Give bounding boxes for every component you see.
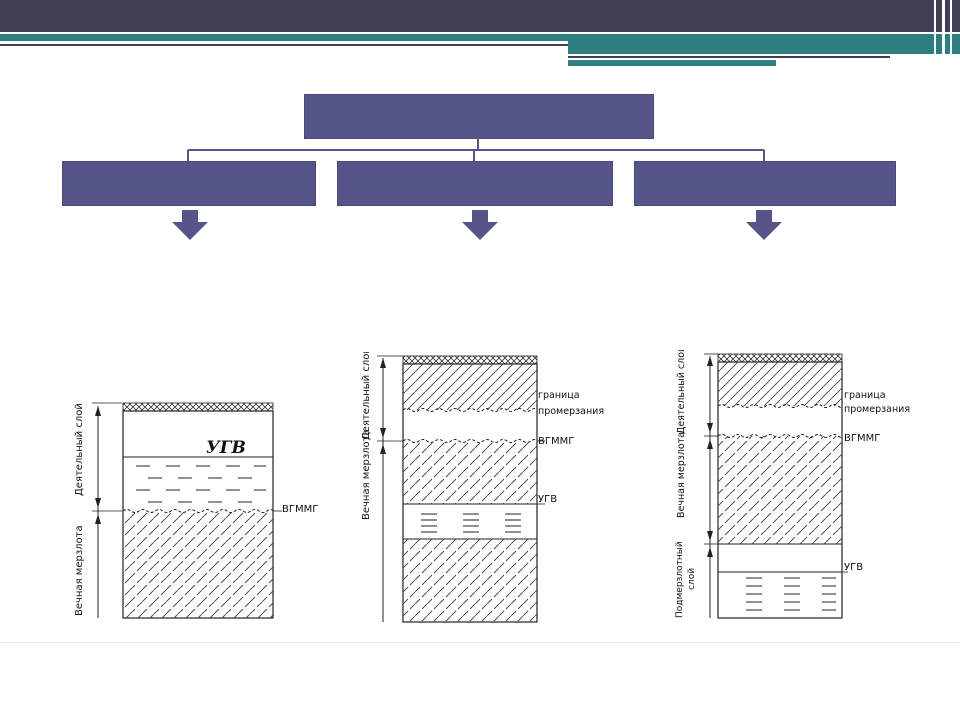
down-arrow-icon: [746, 210, 782, 240]
category-box-2: [337, 161, 613, 206]
header-thin-line: [0, 44, 568, 46]
profile3-label-sub2: слой: [687, 568, 697, 590]
profile3-vgmmg: ВГММГ: [844, 433, 880, 444]
profile1-label-permafrost: Вечная мерзлота: [74, 525, 85, 616]
root-box: [304, 94, 654, 139]
category-box-1: [62, 161, 316, 206]
profile1-label-active: Деятельный слой: [74, 403, 85, 496]
profile1-ugv: УГВ: [206, 438, 246, 458]
profile2-ugv: УГВ: [538, 494, 557, 505]
header-accent-block: [568, 41, 960, 54]
profile3-label-active: Деятельный слой: [676, 350, 687, 434]
slide-header-bar: [0, 0, 960, 32]
header-right-line: [568, 56, 890, 58]
profile3-freeze-line1: граница: [844, 390, 886, 401]
profile1-vgmmg: ВГММГ: [282, 504, 318, 515]
header-right-stripe: [568, 60, 776, 66]
profile3-freeze-line2: промерзания: [844, 404, 910, 415]
profile3-label-sub1: Подмерзлотный: [675, 541, 685, 618]
soil-profile-3: Деятельный слой Вечная мерзлота Подмерзл…: [675, 350, 910, 619]
profile3-ugv: УГВ: [844, 562, 863, 573]
header-accent-stripe: [0, 34, 960, 41]
tree-connectors: [187, 138, 765, 161]
profile2-vgmmg: ВГММГ: [538, 436, 574, 447]
profile2-freeze-line2: промерзания: [538, 406, 604, 417]
header-corner-bars: [932, 0, 960, 66]
slide-footer-divider: [0, 642, 960, 643]
category-box-3: [634, 161, 896, 206]
profile2-freeze-line1: граница: [538, 390, 580, 401]
profile3-label-permafrost: Вечная мерзлота: [676, 432, 687, 518]
soil-profile-2: Деятельный слой Вечная мерзлота граница …: [361, 352, 604, 623]
down-arrow-icon: [172, 210, 208, 240]
soil-profile-1: Деятельный слой Вечная мерзлота УГВ ВГММ…: [74, 402, 318, 619]
profile2-label-active: Деятельный слой: [361, 352, 372, 440]
down-arrow-icon: [462, 210, 498, 240]
profile2-label-permafrost: Вечная мерзлота: [361, 429, 372, 520]
